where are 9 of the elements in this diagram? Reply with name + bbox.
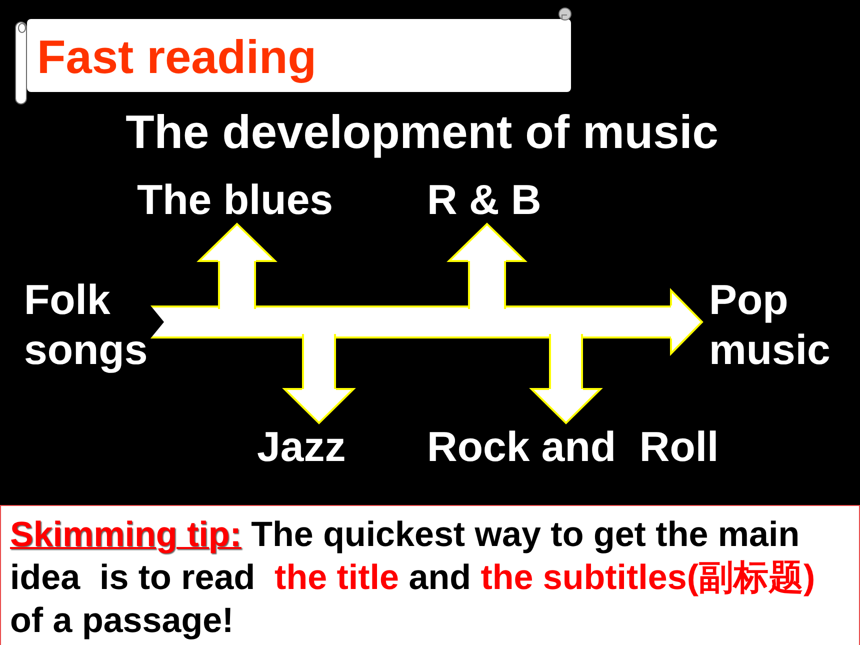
diagram-title: The development of music bbox=[126, 105, 718, 159]
genre-label: Rock and Roll bbox=[427, 423, 719, 471]
genre-label: The blues bbox=[137, 176, 334, 224]
tip-text: Skimming tip: The quickest way to get the main idea is to read the title and the subtitles(副标题) of a passage! bbox=[10, 514, 816, 642]
banner-heading: Fast reading bbox=[37, 30, 316, 84]
genre-label: Pop music bbox=[702, 275, 852, 375]
genre-label: R & B bbox=[427, 176, 542, 224]
genre-label: Folk songs bbox=[24, 275, 148, 375]
genre-label: Jazz bbox=[257, 423, 346, 471]
